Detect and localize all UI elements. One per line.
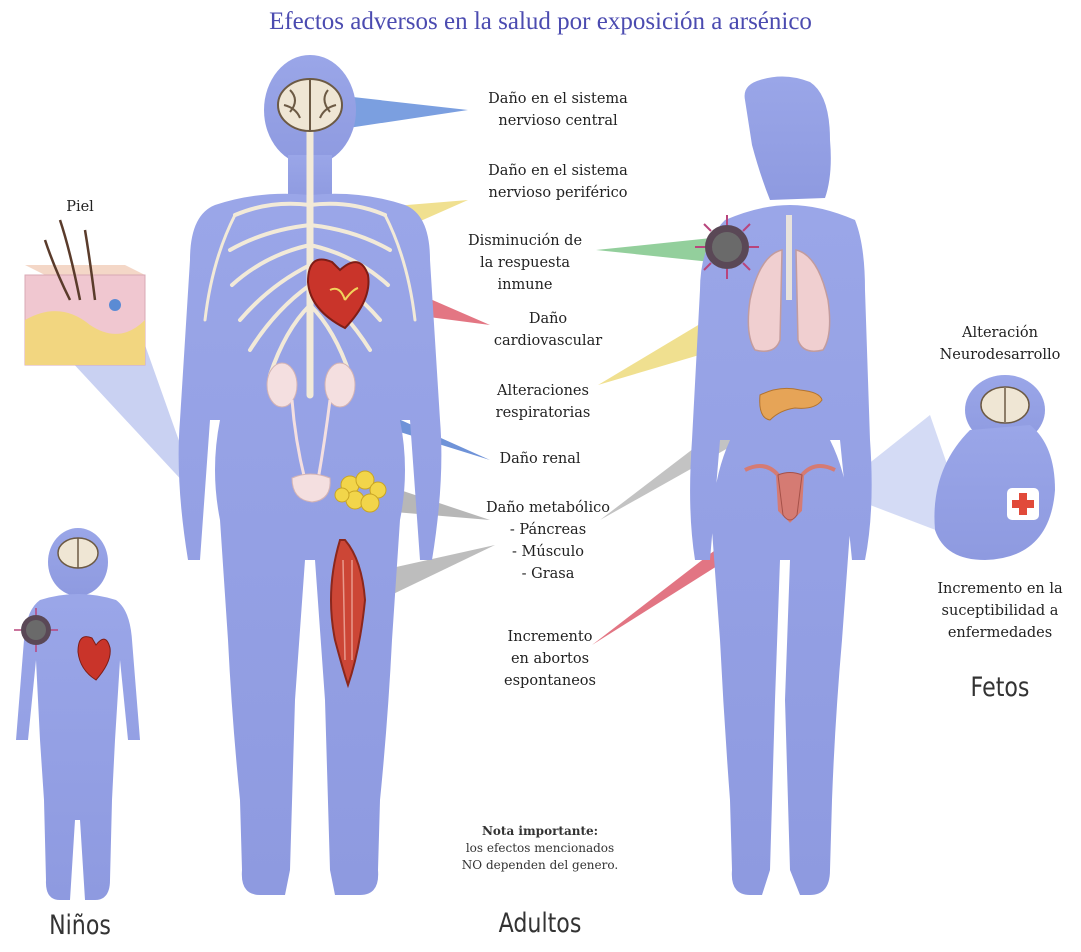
label-renal: Daño renal [485,448,595,470]
label-snp: Daño en el sistema nervioso periférico [458,160,658,204]
page-title: Efectos adversos en la salud por exposic… [0,8,1081,36]
child-body [16,528,140,900]
label-metab-item: - Grasa [478,563,618,585]
group-ninos: Niños [31,910,129,941]
child-brain-icon [58,538,98,568]
note-line: NO dependen del genero. [410,857,670,874]
skin-icon [25,220,145,365]
fetus-brain-icon [981,387,1029,423]
brain-icon [278,79,342,131]
label-resp: Alteraciones respiratorias [478,380,608,424]
label-abortos: Incremento en abortos espontaneos [485,626,615,692]
label-suscept: Incremento en la suceptibilidad a enferm… [920,578,1080,644]
important-note: Nota importante: los efectos mencionados… [410,823,670,874]
label-cardio: Daño cardiovascular [478,308,618,352]
note-heading: Nota importante: [410,823,670,840]
note-line: los efectos mencionados [410,840,670,857]
label-metab-item: - Músculo [478,541,618,563]
medical-cross-icon [1007,488,1039,520]
group-adultos: Adultos [474,908,605,939]
group-fetos: Fetos [943,672,1058,703]
immune-cell-icon [695,215,759,279]
label-piel: Piel [40,196,120,218]
label-neuro: Alteración Neurodesarrollo [920,322,1080,366]
label-inmune: Disminución de la respuesta inmune [455,230,595,296]
label-metab-item: - Páncreas [478,519,618,541]
label-metab: Daño metabólico [478,497,618,519]
label-snc: Daño en el sistema nervioso central [458,88,658,132]
